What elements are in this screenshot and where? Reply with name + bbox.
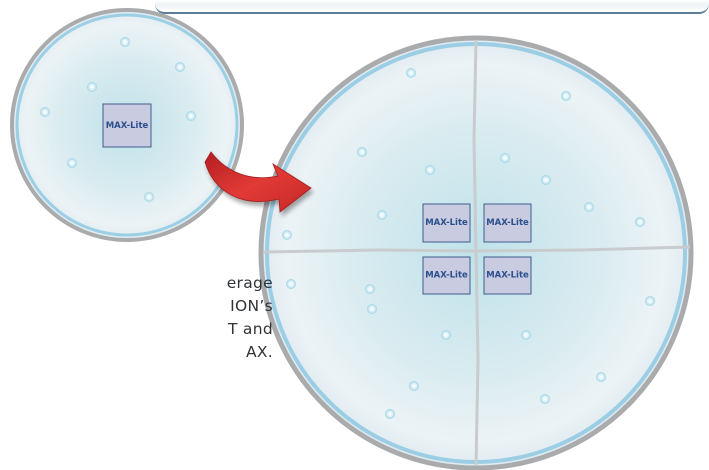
user-dot [385, 409, 395, 419]
user-dot [377, 210, 387, 220]
horizontal-divider [263, 245, 691, 254]
small-cell-chip: MAX-Lite [102, 103, 152, 148]
small-cell-rim [15, 13, 239, 237]
scale-up-arrow-icon [204, 151, 312, 213]
chip-top-right: MAX-Lite [483, 203, 532, 243]
user-dot [596, 372, 606, 382]
top-banner-edge [155, 0, 709, 14]
chip-bottom-left: MAX-Lite [422, 256, 471, 295]
user-dot [540, 394, 550, 404]
user-dot [541, 175, 551, 185]
user-dot [584, 202, 594, 212]
user-dot [282, 230, 292, 240]
caption-line: AX. [245, 343, 273, 361]
user-dot [406, 68, 416, 78]
caption-line: erage [226, 274, 273, 292]
chip-label: MAX-Lite [486, 218, 529, 228]
chip-box [422, 203, 471, 243]
chip-label: MAX-Lite [425, 271, 468, 281]
sector-dividers [263, 39, 691, 467]
small-cell: MAX-Lite [10, 8, 244, 242]
user-dot [425, 165, 435, 175]
user-dot [67, 158, 77, 168]
user-dot [175, 62, 185, 72]
user-dot [120, 37, 130, 47]
chip-label: MAX-Lite [106, 121, 149, 131]
user-dot [357, 147, 367, 157]
chip-box [483, 203, 532, 243]
user-dot [87, 82, 97, 92]
chip-top-left: MAX-Lite [422, 203, 471, 243]
large-cell-users [282, 68, 655, 419]
chip-box [483, 256, 532, 295]
user-dot [186, 111, 196, 121]
large-cell: MAX-Lite MAX-Lite MAX-Lite MAX-Lite [258, 35, 694, 470]
user-dot [40, 107, 50, 117]
caption-line: T and [227, 320, 273, 338]
chip-bottom-right: MAX-Lite [483, 256, 532, 295]
user-dot [144, 192, 154, 202]
user-dot [367, 304, 377, 314]
caption-text: erage ION’s T and AX. [73, 272, 273, 364]
user-dot [645, 296, 655, 306]
user-dot [500, 153, 510, 163]
user-dot [409, 381, 419, 391]
user-dot [635, 217, 645, 227]
chip-label: MAX-Lite [425, 218, 468, 228]
user-dot [286, 279, 296, 289]
user-dot [561, 91, 571, 101]
large-cell-chips: MAX-Lite MAX-Lite MAX-Lite MAX-Lite [422, 203, 532, 295]
caption-line: ION’s [230, 297, 273, 315]
user-dot [365, 284, 375, 294]
chip-box [422, 256, 471, 295]
user-dot [521, 330, 531, 340]
small-cell-users [40, 37, 196, 202]
chip-box [102, 103, 152, 148]
chip-label: MAX-Lite [486, 271, 529, 281]
user-dot [441, 330, 451, 340]
